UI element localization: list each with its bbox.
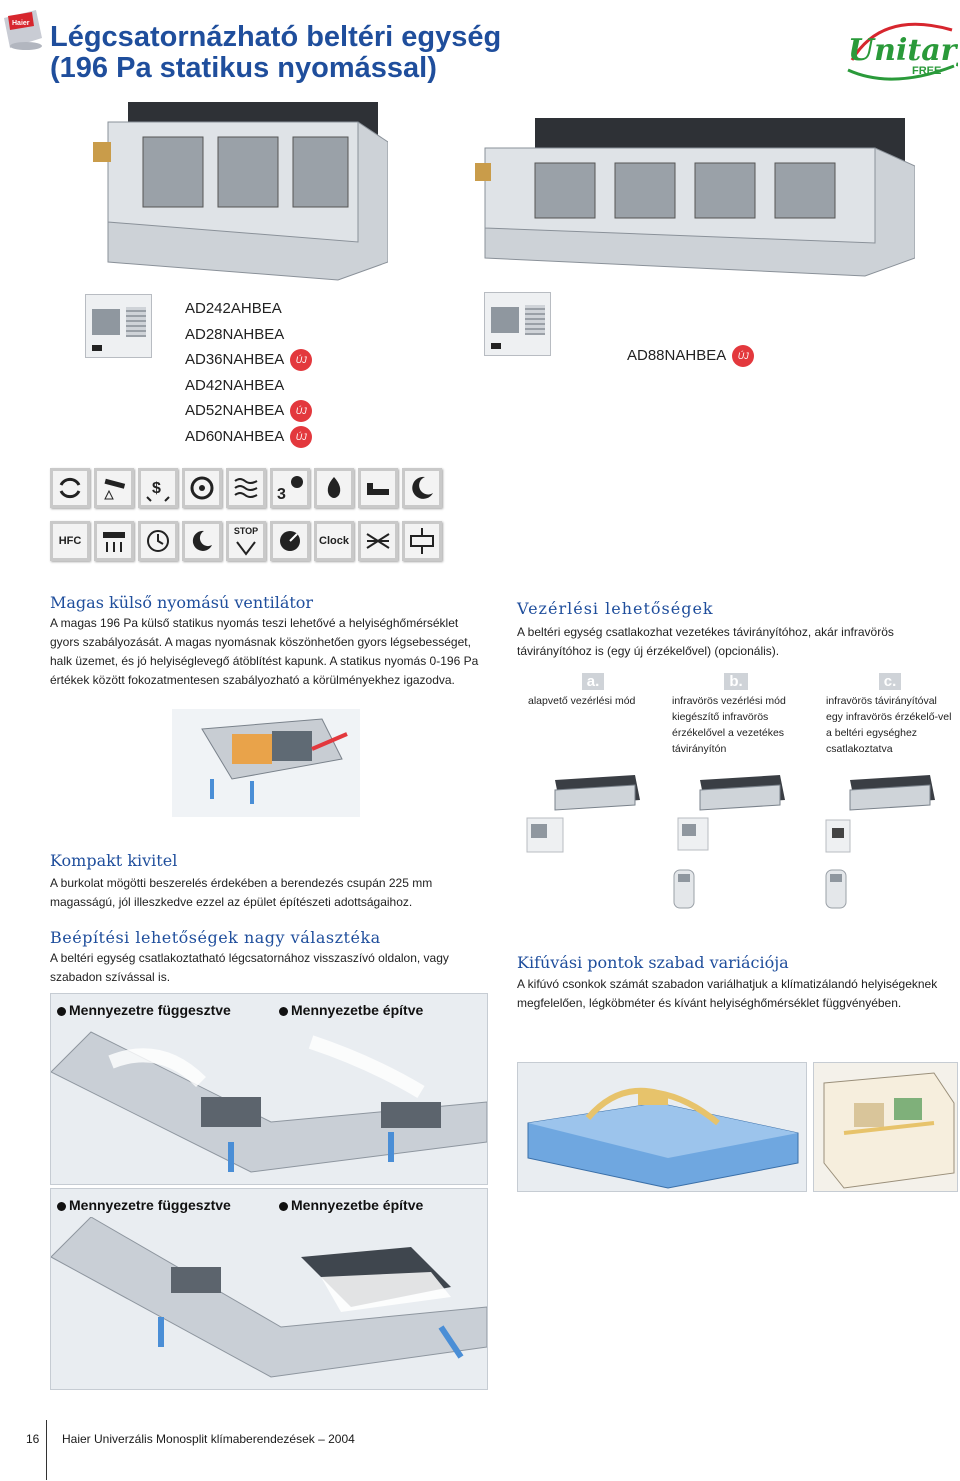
clock-icon: Clock	[314, 521, 354, 561]
model-name: AD88NAHBEA	[627, 347, 727, 364]
fan-section-title: Magas külső nyomású ventilátor	[50, 593, 314, 612]
model-row: AD52NAHBEA ÚJ	[185, 398, 313, 424]
footer-divider	[46, 1420, 47, 1480]
control-option-c-images	[820, 770, 940, 910]
option-letter: a.	[581, 673, 605, 690]
option-label: infravörös távirányítóval egy infravörös…	[826, 695, 952, 755]
louver-icon	[94, 468, 134, 508]
compass-clock-icon	[270, 521, 310, 561]
duct-unit-right-image	[475, 118, 916, 278]
sleep-mode-icon	[358, 468, 398, 508]
bullet-icon	[279, 1006, 288, 1016]
building-cutaway-image	[813, 1062, 958, 1192]
footer-text: Haier Univerzális Monosplit klímaberende…	[62, 1432, 355, 1446]
vertical-adjust-icon	[402, 521, 442, 561]
moon-icon	[182, 521, 222, 561]
model-name: AD42NAHBEA	[185, 376, 285, 394]
label-built-bottom: Mennyezetbe építve	[279, 1197, 423, 1213]
compact-section-text: A burkolat mögötti beszerelés érdekében …	[50, 876, 433, 909]
model-name: AD36NAHBEA	[185, 351, 285, 368]
heating-icon	[314, 468, 354, 508]
label-text: Mennyezetbe építve	[291, 1002, 424, 1018]
svg-text:3: 3	[277, 486, 286, 503]
stop-label: STOP	[233, 526, 259, 536]
airflow-direction-icon	[94, 521, 134, 561]
label-text: Mennyezetbe építve	[291, 1197, 424, 1213]
bullet-icon	[57, 1201, 66, 1211]
control-section-title: Vezérlési lehetőségek	[517, 599, 714, 618]
new-badge: ÚJ	[290, 349, 313, 372]
left-model-list: AD242AHBEA AD28NAHBEA AD36NAHBEA ÚJ AD42N…	[185, 296, 313, 450]
label-hung-bottom: Mennyezetre függesztve	[57, 1197, 231, 1213]
humidity-icon	[226, 468, 266, 508]
night-mode-icon	[402, 468, 442, 508]
option-letter: b.	[724, 673, 748, 690]
energy-saving-icon: $	[138, 468, 178, 508]
new-badge: ÚJ	[290, 425, 313, 448]
page-number: 16	[26, 1432, 40, 1446]
control-section-text: A beltéri egység csatlakozhat vezetékes …	[517, 625, 894, 658]
hfc-label: HFC	[58, 535, 82, 547]
page-title: Légcsatornázható beltéri egység (196 Pa …	[50, 22, 501, 84]
model-name: AD28NAHBEA	[185, 325, 285, 343]
new-badge: ÚJ	[290, 400, 313, 423]
stop-icon: STOP	[226, 521, 266, 561]
page-title-line2: (196 Pa statikus nyomással)	[50, 52, 437, 84]
model-name: AD242AHBEA	[185, 300, 282, 317]
model-name: AD60NAHBEA	[185, 427, 285, 445]
control-option-b: b. infravörös vezérlési mód kiegészítő i…	[672, 673, 800, 757]
label-text: Mennyezetre függesztve	[69, 1197, 231, 1213]
clock-label: Clock	[319, 535, 349, 547]
haier-badge: Haier	[0, 8, 46, 54]
model-row: AD36NAHBEA ÚJ	[185, 347, 313, 373]
duct-unit-left-image	[88, 102, 389, 282]
label-built-top: Mennyezetbe építve	[279, 1002, 423, 1018]
fan-section-text: A magas 196 Pa külső statikus nyomás tes…	[50, 616, 479, 687]
swing-icon	[50, 468, 90, 508]
logo-sub: FREE	[912, 65, 941, 77]
unitary-free-logo: Unitary FREE	[842, 10, 960, 84]
wired-controller-right	[484, 292, 551, 356]
fan-cutaway-image	[172, 709, 360, 817]
control-option-a-images	[525, 770, 645, 910]
option-label: infravörös vezérlési mód kiegészítő infr…	[672, 695, 786, 755]
model-name: AD52NAHBEA	[185, 402, 285, 419]
three-speed-fan-icon: 3	[270, 468, 310, 508]
model-row: AD242AHBEA	[185, 296, 312, 322]
control-option-c: c. infravörös távirányítóval egy infravö…	[826, 673, 954, 757]
outlet-diagram-image	[517, 1062, 807, 1192]
auto-restart-icon	[182, 468, 222, 508]
model-row: AD42NAHBEA	[185, 373, 312, 399]
model-row: AD60NAHBEA ÚJ	[185, 424, 313, 450]
control-option-b-images	[670, 770, 790, 910]
right-model: AD88NAHBEA ÚJ	[627, 343, 755, 369]
label-hung-top: Mennyezetre függesztve	[57, 1002, 231, 1018]
new-badge: ÚJ	[732, 345, 755, 368]
install-diagram-top: Mennyezetre függesztve Mennyezetbe építv…	[50, 993, 488, 1185]
compact-section-title: Kompakt kivitel	[50, 851, 178, 870]
svg-text:$: $	[152, 480, 161, 497]
install-section-title: Beépítési lehetőségek nagy választéka	[50, 928, 381, 947]
control-option-a: a. alapvető vezérlési mód	[528, 673, 658, 709]
install-section-text: A beltéri egység csatlakoztatható légcsa…	[50, 951, 449, 984]
bullet-icon	[279, 1201, 288, 1211]
install-diagram-bottom: Mennyezetre függesztve Mennyezetbe építv…	[50, 1188, 488, 1390]
haier-badge-text: Haier	[12, 20, 30, 27]
hfc-refrigerant-icon: HFC	[50, 521, 90, 561]
bullet-icon	[57, 1006, 66, 1016]
label-text: Mennyezetre függesztve	[69, 1002, 231, 1018]
logo-word: Unitary	[848, 33, 958, 68]
outlet-section-text: A kifúvó csonkok számát szabadon variálh…	[517, 977, 938, 1010]
wired-controller-left	[85, 294, 152, 358]
page-title-line1: Légcsatornázható beltéri egység	[50, 21, 502, 53]
option-label: alapvető vezérlési mód	[528, 695, 636, 707]
outlet-section-title: Kifúvási pontok szabad variációja	[517, 953, 789, 972]
timer-icon	[138, 521, 178, 561]
model-row: AD28NAHBEA	[185, 322, 312, 348]
option-letter: c.	[878, 673, 902, 690]
filter-icon	[358, 521, 398, 561]
